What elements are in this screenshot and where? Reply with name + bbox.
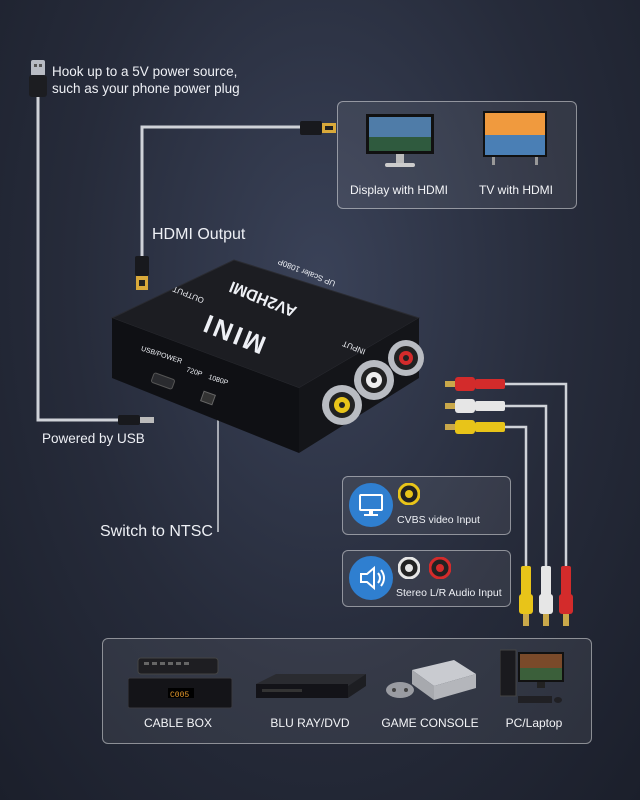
svg-text:C005: C005: [170, 691, 189, 700]
cable-box-label: CABLE BOX: [143, 716, 213, 730]
yellow-jack-icon: [398, 483, 420, 505]
display-hdmi-label: Display with HDMI: [349, 183, 448, 197]
tv-image: [483, 111, 547, 165]
tv-hdmi-label: TV with HDMI: [478, 183, 553, 197]
stereo-label: Stereo L/R Audio Input: [396, 587, 502, 599]
powered-usb-label: Powered by USB: [42, 431, 145, 446]
pc-laptop-label: PC/Laptop: [505, 716, 563, 730]
hdmi-plug-icon: [300, 121, 336, 135]
ntsc-label: Switch to NTSC: [100, 523, 213, 540]
bluray-image: [256, 674, 366, 698]
micro-usb-plug: [118, 415, 154, 425]
game-console-label: GAME CONSOLE: [381, 716, 479, 730]
hdmi-plug-icon: [135, 256, 149, 290]
cable-box-image: C005: [128, 657, 233, 709]
white-jack-icon: [398, 557, 420, 579]
usb-plug-icon: [29, 60, 47, 97]
monitor-icon: [349, 483, 393, 527]
game-console-image: [386, 660, 476, 700]
rca-plugs-left: [445, 377, 505, 434]
red-jack-icon: [429, 557, 451, 579]
bluray-label: BLU RAY/DVD: [270, 716, 350, 730]
power-callout: Hook up to a 5V power source, such as yo…: [52, 64, 240, 96]
rca-plugs-bottom: [519, 566, 573, 626]
pc-image: [500, 649, 564, 703]
monitor-image: [366, 114, 434, 167]
cvbs-label: CVBS video Input: [397, 514, 480, 526]
speaker-icon: [349, 556, 393, 600]
hdmi-output-label: HDMI Output: [152, 226, 246, 243]
av2hdmi-device: [110, 259, 424, 453]
